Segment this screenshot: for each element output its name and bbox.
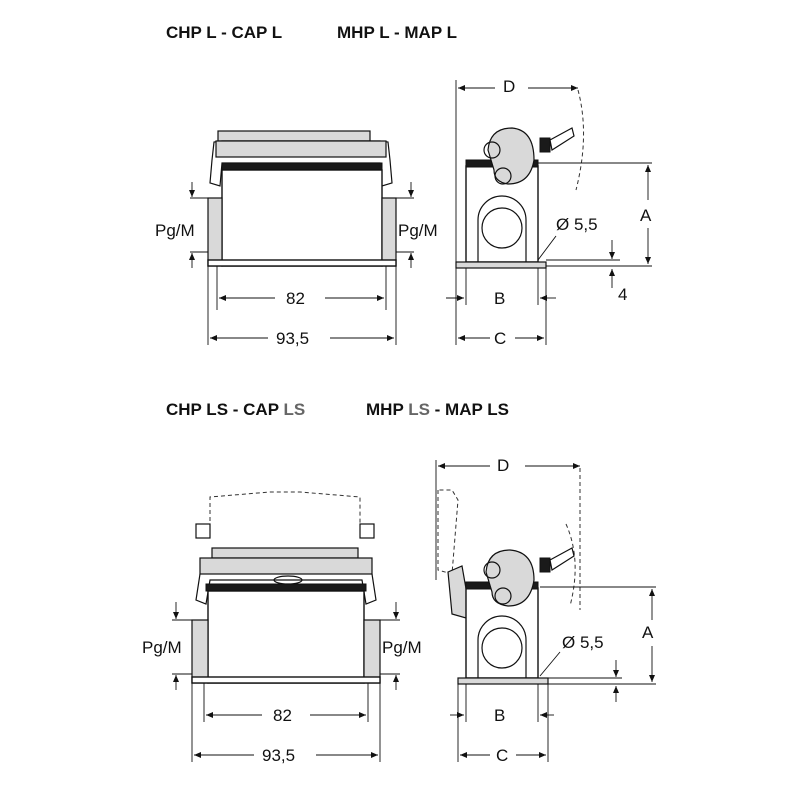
top-title-chp-cap: CHP L - CAP L <box>166 23 282 42</box>
bottom-front-base <box>191 676 381 684</box>
top-side-lever <box>549 127 575 151</box>
top-side-grip <box>539 137 551 153</box>
top-front-boss-left <box>207 197 223 267</box>
bottom-side-latch-pivot-top <box>483 561 501 579</box>
top-side-hole-leader <box>537 235 557 261</box>
bottom-side-opening-outer <box>477 615 527 678</box>
bottom-side-dim-D: D <box>497 456 509 475</box>
bottom-front-hinge-right <box>359 523 375 539</box>
bottom-front-view: Pg/M Pg/M 82 93,5 <box>142 491 422 765</box>
bottom-side-latch-pivot-bottom <box>494 587 512 605</box>
bottom-side-hole-leader <box>539 651 561 677</box>
top-front-seal <box>221 162 383 171</box>
bottom-side-lever <box>549 547 575 571</box>
top-side-dim-D: D <box>503 77 515 96</box>
top-title-mhp-map: MHP L - MAP L <box>337 23 457 42</box>
bottom-title-d: LS <box>408 400 430 419</box>
top-side-dim-4: 4 <box>618 285 627 304</box>
top-front-pg-right-label: Pg/M <box>398 221 438 240</box>
bottom-title-b: LS <box>283 400 305 419</box>
bottom-front-housing <box>207 590 365 684</box>
bottom-side-dim-A: A <box>642 623 654 642</box>
bottom-front-lid-frame <box>195 573 377 605</box>
bottom-title-e: - MAP LS <box>430 400 509 419</box>
bottom-side-dim-B: B <box>494 706 505 725</box>
bottom-title-a: CHP LS - CAP <box>166 400 283 419</box>
top-side-dim-B: B <box>494 289 505 308</box>
bottom-front-hinge-left <box>195 523 211 539</box>
top-front-housing <box>221 169 383 267</box>
bottom-side-hole-label: Ø 5,5 <box>562 633 604 652</box>
bottom-side-view: D A Ø 5,5 B <box>435 456 656 765</box>
top-side-swing-arc <box>575 89 585 191</box>
top-side-latch-pivot-bottom <box>494 167 512 185</box>
bottom-front-seal <box>205 583 367 592</box>
bottom-front-pg-right-label: Pg/M <box>382 638 422 657</box>
top-front-dim-82: 82 <box>286 289 305 308</box>
top-front-lid-band <box>215 140 387 158</box>
bottom-side-grip <box>539 557 551 573</box>
bottom-side-swing-arc <box>565 523 576 607</box>
bottom-title-c: MHP <box>366 400 408 419</box>
top-front-pg-left-label: Pg/M <box>155 221 195 240</box>
top-side-latch-pivot-top <box>483 141 501 159</box>
top-front-lid-top <box>217 130 371 142</box>
top-front-view: Pg/M Pg/M 82 93,5 <box>155 130 438 348</box>
top-side-dim-C: C <box>494 329 506 348</box>
bottom-side-hinge <box>447 565 469 619</box>
top-side-latch <box>487 127 535 185</box>
bottom-front-lid-band <box>199 557 373 575</box>
top-side-hole-label: Ø 5,5 <box>556 215 598 234</box>
top-side-base <box>455 261 547 269</box>
bottom-front-latch-center <box>273 575 303 585</box>
top-front-boss-right <box>381 197 397 267</box>
bottom-side-base <box>457 677 549 685</box>
bottom-side-dim-C: C <box>496 746 508 765</box>
top-side-view: D A Ø 5,5 4 B <box>446 77 652 348</box>
bottom-side-open-lid-dashed <box>437 489 459 575</box>
bottom-front-lid-top <box>211 547 359 559</box>
bottom-side-opening-circle <box>481 627 523 669</box>
top-side-opening-outer <box>477 195 527 262</box>
bottom-front-dim-82: 82 <box>273 706 292 725</box>
bottom-front-pg-left-label: Pg/M <box>142 638 182 657</box>
bottom-front-open-lid-dashed <box>209 491 361 528</box>
bottom-front-boss-right <box>363 619 381 684</box>
top-side-dim-A: A <box>640 206 652 225</box>
top-front-dim-935: 93,5 <box>276 329 309 348</box>
top-front-base <box>207 259 397 267</box>
bottom-front-dim-935: 93,5 <box>262 746 295 765</box>
top-side-opening-circle <box>481 207 523 249</box>
bottom-front-boss-left <box>191 619 209 684</box>
